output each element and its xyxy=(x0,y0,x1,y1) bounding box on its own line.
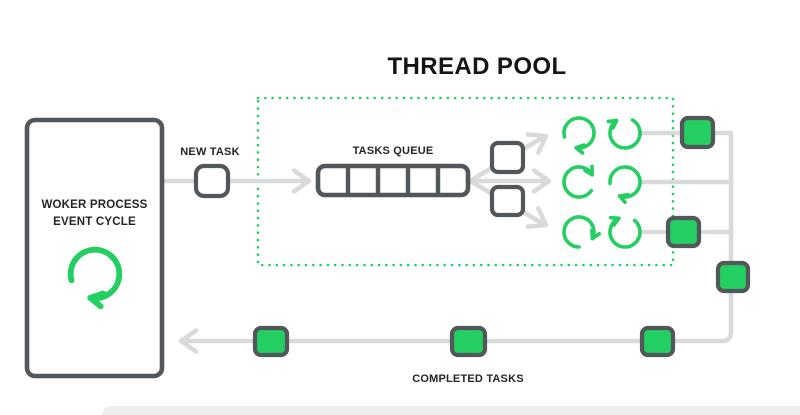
thread-spinner-icon xyxy=(606,118,642,150)
thread-spinner-icon xyxy=(560,162,596,200)
thread-spinner-icon xyxy=(603,159,649,205)
worker-process-label-line2: EVENT CYCLE xyxy=(53,215,136,228)
completed-task-square xyxy=(715,260,751,294)
new-task-square xyxy=(193,163,231,199)
completed-task-square xyxy=(639,325,676,358)
thread-spinner-icon xyxy=(557,109,604,156)
completed-task-square xyxy=(665,215,702,249)
thread-spinner-icon xyxy=(556,208,602,253)
completed-task-square xyxy=(679,115,716,150)
pending-task-square xyxy=(489,140,526,175)
pending-task-square xyxy=(489,184,526,218)
new-task-label: NEW TASK xyxy=(180,146,240,158)
tasks-queue-outline xyxy=(315,163,471,198)
bottom-strip xyxy=(102,406,800,415)
completed-tasks-rail xyxy=(183,130,734,344)
diagram-title: THREAD POOL xyxy=(387,53,567,80)
tasks-queue-label: TASKS QUEUE xyxy=(352,145,434,157)
worker-process-label-line1: WOKER PROCESS xyxy=(41,199,148,211)
worker-process-label: WOKER PROCESS EVENT CYCLE xyxy=(34,197,155,230)
completed-tasks-label: COMPLETED TASKS xyxy=(412,373,524,385)
completed-task-square xyxy=(449,325,488,358)
thread-spinner-icon xyxy=(604,214,644,252)
completed-task-square xyxy=(252,325,290,358)
tasks-queue xyxy=(315,163,471,198)
